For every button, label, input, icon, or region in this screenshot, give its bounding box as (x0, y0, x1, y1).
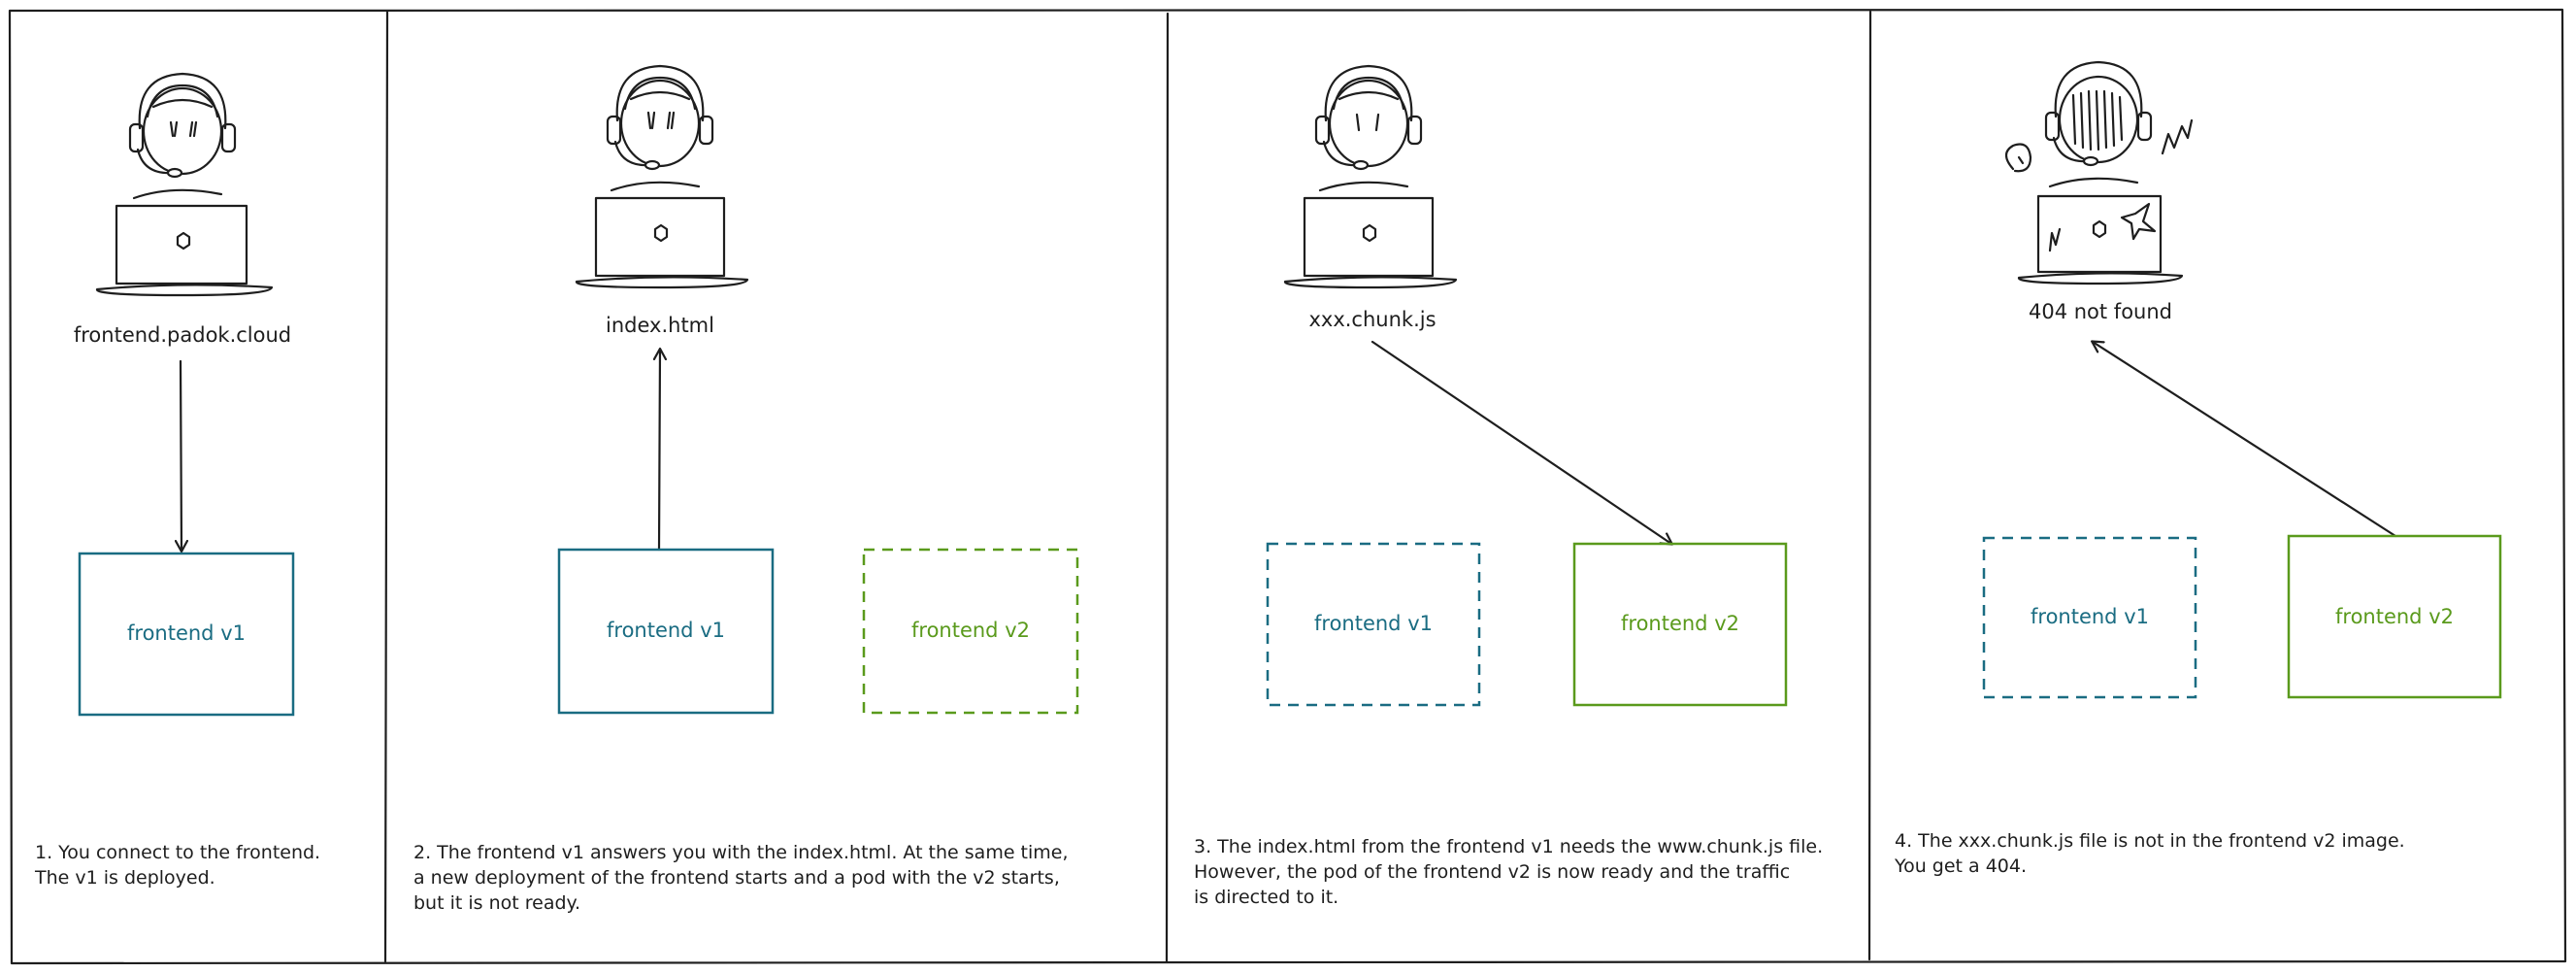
caption: 3. The index.html from the frontend v1 n… (1194, 836, 1823, 908)
caption-line: but it is not ready. (413, 892, 580, 914)
error-response-arrow (2093, 342, 2397, 538)
caption: 4. The xxx.chunk.js file is not in the f… (1894, 830, 2405, 877)
frontend-v1-box-label: frontend v1 (127, 621, 246, 645)
panel-4: 404 not found frontend v1 frontend v2 4.… (1894, 60, 2502, 877)
user-at-laptop-icon (575, 64, 749, 289)
panel-3: xxx.chunk.js frontend v1 frontend v2 3. … (1194, 64, 1823, 908)
frontend-v1-box (78, 552, 295, 717)
user-at-laptop-icon (1283, 64, 1458, 289)
frontend-v2-box-label: frontend v2 (1621, 612, 1739, 635)
outer-frame (8, 8, 2567, 965)
caption-line: 2. The frontend v1 answers you with the … (413, 842, 1069, 863)
panel-2: index.html frontend v1 frontend v2 2. Th… (413, 64, 1079, 914)
panel-divider (1165, 12, 1170, 963)
caption-line: a new deployment of the frontend starts … (413, 867, 1060, 889)
caption: 1. You connect to the frontend. The v1 i… (34, 842, 320, 889)
frontend-v2-box (1572, 542, 1788, 707)
frontend-v1-box-label: frontend v1 (1314, 612, 1433, 635)
caption-line: You get a 404. (1894, 856, 2027, 877)
panel-1: frontend.padok.cloud frontend v1 1. You … (34, 72, 320, 889)
caption-line: However, the pod of the frontend v2 is n… (1194, 861, 1790, 883)
frontend-v2-box-pending (862, 548, 1079, 715)
response-arrow (659, 350, 660, 552)
request-arrow (1371, 340, 1671, 544)
request-label: frontend.padok.cloud (74, 323, 291, 347)
frontend-v1-box-terminating (1266, 542, 1481, 707)
request-arrow (181, 359, 182, 551)
caption-line: is directed to it. (1194, 887, 1338, 908)
user-at-laptop-icon (95, 72, 274, 297)
frontend-v2-box-label: frontend v2 (911, 619, 1030, 642)
caption: 2. The frontend v1 answers you with the … (413, 842, 1069, 914)
caption-line: 1. You connect to the frontend. (35, 842, 320, 863)
frontend-v2-box-label: frontend v2 (2335, 605, 2454, 628)
caption-line: 3. The index.html from the frontend v1 n… (1194, 836, 1823, 857)
panel-divider (383, 10, 389, 963)
frontend-v1-box-label: frontend v1 (607, 619, 725, 642)
panel-divider (1867, 10, 1872, 961)
caption-line: The v1 is deployed. (34, 867, 215, 889)
frontend-v1-box-label: frontend v1 (2031, 605, 2149, 628)
response-label: index.html (606, 314, 714, 337)
caption-line: 4. The xxx.chunk.js file is not in the f… (1895, 830, 2405, 852)
frontend-v2-box (2287, 534, 2502, 699)
frontend-v1-box (557, 548, 775, 715)
request-label: xxx.chunk.js (1308, 308, 1436, 331)
angry-user-at-laptop-icon (2004, 60, 2194, 285)
error-label: 404 not found (2029, 300, 2172, 323)
